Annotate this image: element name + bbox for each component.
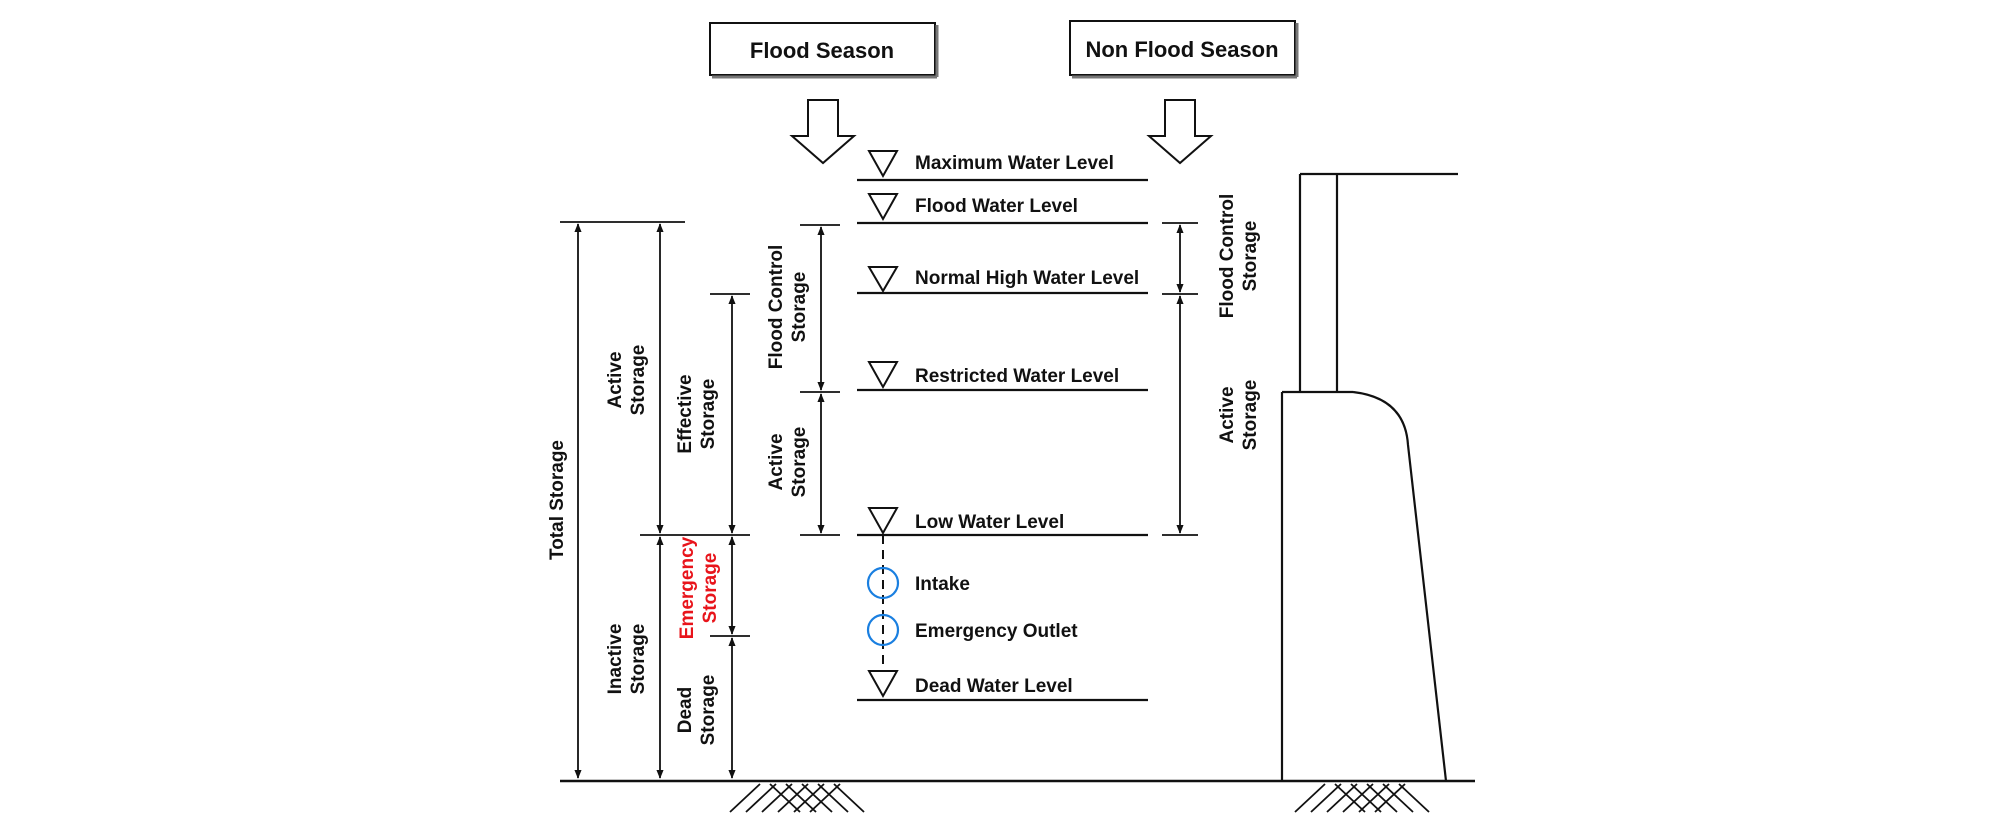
emergency-outlet-circle-icon — [866, 613, 900, 647]
normal-high-level-label: Normal High Water Level — [915, 268, 1139, 289]
active-storage-label-line1: Active — [605, 351, 626, 408]
active-storage-fs-label-line1: Active — [766, 433, 787, 490]
non-flood-season-label: Non Flood Season — [1085, 37, 1278, 62]
nf-flood-control-label-line1: Flood Control — [1217, 194, 1238, 319]
inactive-storage-label-line2: Storage — [628, 624, 649, 695]
nf-active-storage-label-line2: Storage — [1240, 380, 1261, 451]
emergency-storage-label-line1: Emergency — [677, 536, 698, 639]
low-level-label: Low Water Level — [915, 512, 1064, 533]
dead-storage-label-line1: Dead — [675, 687, 696, 733]
flood-season-arrow — [789, 99, 857, 165]
flood-level-label: Flood Water Level — [915, 196, 1078, 217]
flood-control-storage-label-line1: Flood Control — [766, 245, 787, 370]
flood-season-label: Flood Season — [750, 38, 894, 63]
emergency-storage-label-line2: Storage — [700, 553, 721, 624]
dead-level-label: Dead Water Level — [915, 676, 1073, 697]
active-storage-label-line2: Storage — [628, 345, 649, 416]
effective-storage-label-line2: Storage — [698, 379, 719, 450]
restricted-level-label: Restricted Water Level — [915, 366, 1119, 387]
total-storage-label: Total Storage — [547, 440, 568, 560]
inactive-storage-label-line1: Inactive — [605, 624, 626, 695]
effective-storage-label-line1: Effective — [675, 374, 696, 453]
restricted-level-marker-icon — [867, 361, 899, 390]
flood-season-box: Flood Season — [709, 22, 939, 79]
active-storage-fs-label-line2: Storage — [789, 427, 810, 498]
intake-circle-icon — [866, 566, 900, 600]
nf-flood-control-label-line2: Storage — [1240, 221, 1261, 292]
dam-structure — [1280, 172, 1458, 782]
normal-high-level-marker-icon — [867, 266, 899, 293]
ground-hatch-right-icon — [1294, 783, 1430, 813]
intake-label: Intake — [915, 574, 970, 595]
emergency-outlet-label: Emergency Outlet — [915, 621, 1078, 642]
non-flood-season-box: Non Flood Season — [1069, 20, 1299, 79]
dead-storage-label-line2: Storage — [698, 675, 719, 746]
non-flood-season-arrow — [1146, 99, 1214, 165]
max-level-marker-icon — [867, 150, 899, 179]
flood-control-storage-label-line2: Storage — [789, 272, 810, 343]
ground-hatch-left-icon — [729, 783, 865, 813]
flood-level-marker-icon — [867, 193, 899, 222]
dead-level-marker-icon — [867, 670, 899, 699]
max-level-label: Maximum Water Level — [915, 153, 1114, 174]
low-level-marker-icon — [867, 507, 899, 536]
nf-active-storage-label-line1: Active — [1217, 386, 1238, 443]
